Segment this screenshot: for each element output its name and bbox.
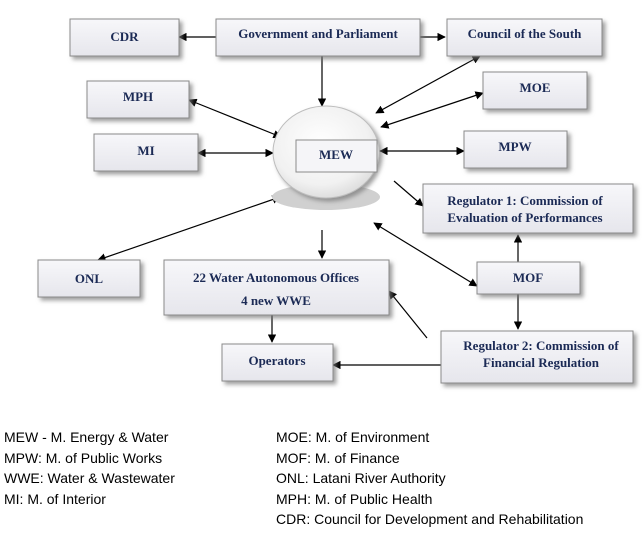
label-cdr: CDR: [110, 29, 139, 44]
arrow-mph-mew: [188, 98, 282, 139]
legend-item: MOE: M. of Environment: [276, 429, 430, 445]
label-onl: ONL: [75, 271, 104, 286]
legend-item: MPW: M. of Public Works: [4, 449, 163, 466]
label-mof: MOF: [513, 270, 543, 285]
legend-item: WWE: Water & Wastewater: [4, 470, 175, 486]
node-reg2: [440, 330, 634, 384]
label-mph: MPH: [123, 89, 153, 104]
node-operators: [221, 343, 334, 382]
legend-item: MEW - M. Energy & Water: [4, 429, 169, 445]
label-mpw: MPW: [498, 139, 531, 154]
label-wao-line1: 22 Water Autonomous Offices: [193, 270, 359, 285]
org-diagram: CDR Government and Parliament Council of…: [37, 18, 634, 384]
legend-item: ONL: Latani River Authority: [276, 470, 446, 486]
arrow-reg2-wao: [388, 290, 428, 339]
arrow-mew-reg1: [393, 180, 424, 207]
node-onl: [37, 259, 141, 298]
label-mi: MI: [137, 143, 154, 158]
label-council: Council of the South: [468, 26, 583, 41]
arrow-mof-mew: [373, 222, 478, 287]
legend-right: MOE: M. of Environment MOF: M. of Financ…: [276, 427, 583, 530]
arrow-council-mew: [375, 55, 481, 114]
label-operators: Operators: [248, 353, 305, 368]
label-reg1-line1: Regulator 1: Commission of: [447, 193, 603, 208]
node-mof: [476, 261, 581, 295]
label-wao-line2: 4 new WWE: [241, 293, 311, 308]
node-mph: [86, 80, 190, 119]
arrows: [97, 32, 523, 370]
node-mew: [272, 105, 380, 210]
legend-left: MEW - M. Energy & Water MPW: M. of Publi…: [4, 427, 175, 509]
node-moe: [482, 71, 588, 110]
legend-item: CDR: Council for Development and Rehabil…: [276, 511, 584, 527]
label-mew: MEW: [319, 147, 353, 162]
label-reg2-line2: Financial Regulation: [483, 355, 600, 370]
node-cdr: [69, 18, 180, 57]
node-gov: [215, 18, 421, 57]
node-reg1: [422, 183, 634, 234]
legend-item: MI: M. of Interior: [4, 490, 106, 507]
node-wao: [163, 259, 390, 316]
label-gov: Government and Parliament: [238, 26, 398, 41]
arrow-onl-mew: [97, 195, 281, 262]
label-reg2-line1: Regulator 2: Commission of: [463, 338, 619, 353]
node-council: [446, 18, 603, 57]
legend-item: MPH: M. of Public Health: [276, 490, 433, 507]
node-mi: [93, 133, 199, 172]
label-moe: MOE: [519, 80, 550, 95]
arrow-moe-mew: [380, 91, 484, 129]
label-reg1-line2: Evaluation of Performances: [447, 210, 602, 225]
legend-item: MOF: M. of Finance: [276, 449, 400, 466]
node-mpw: [463, 130, 568, 169]
